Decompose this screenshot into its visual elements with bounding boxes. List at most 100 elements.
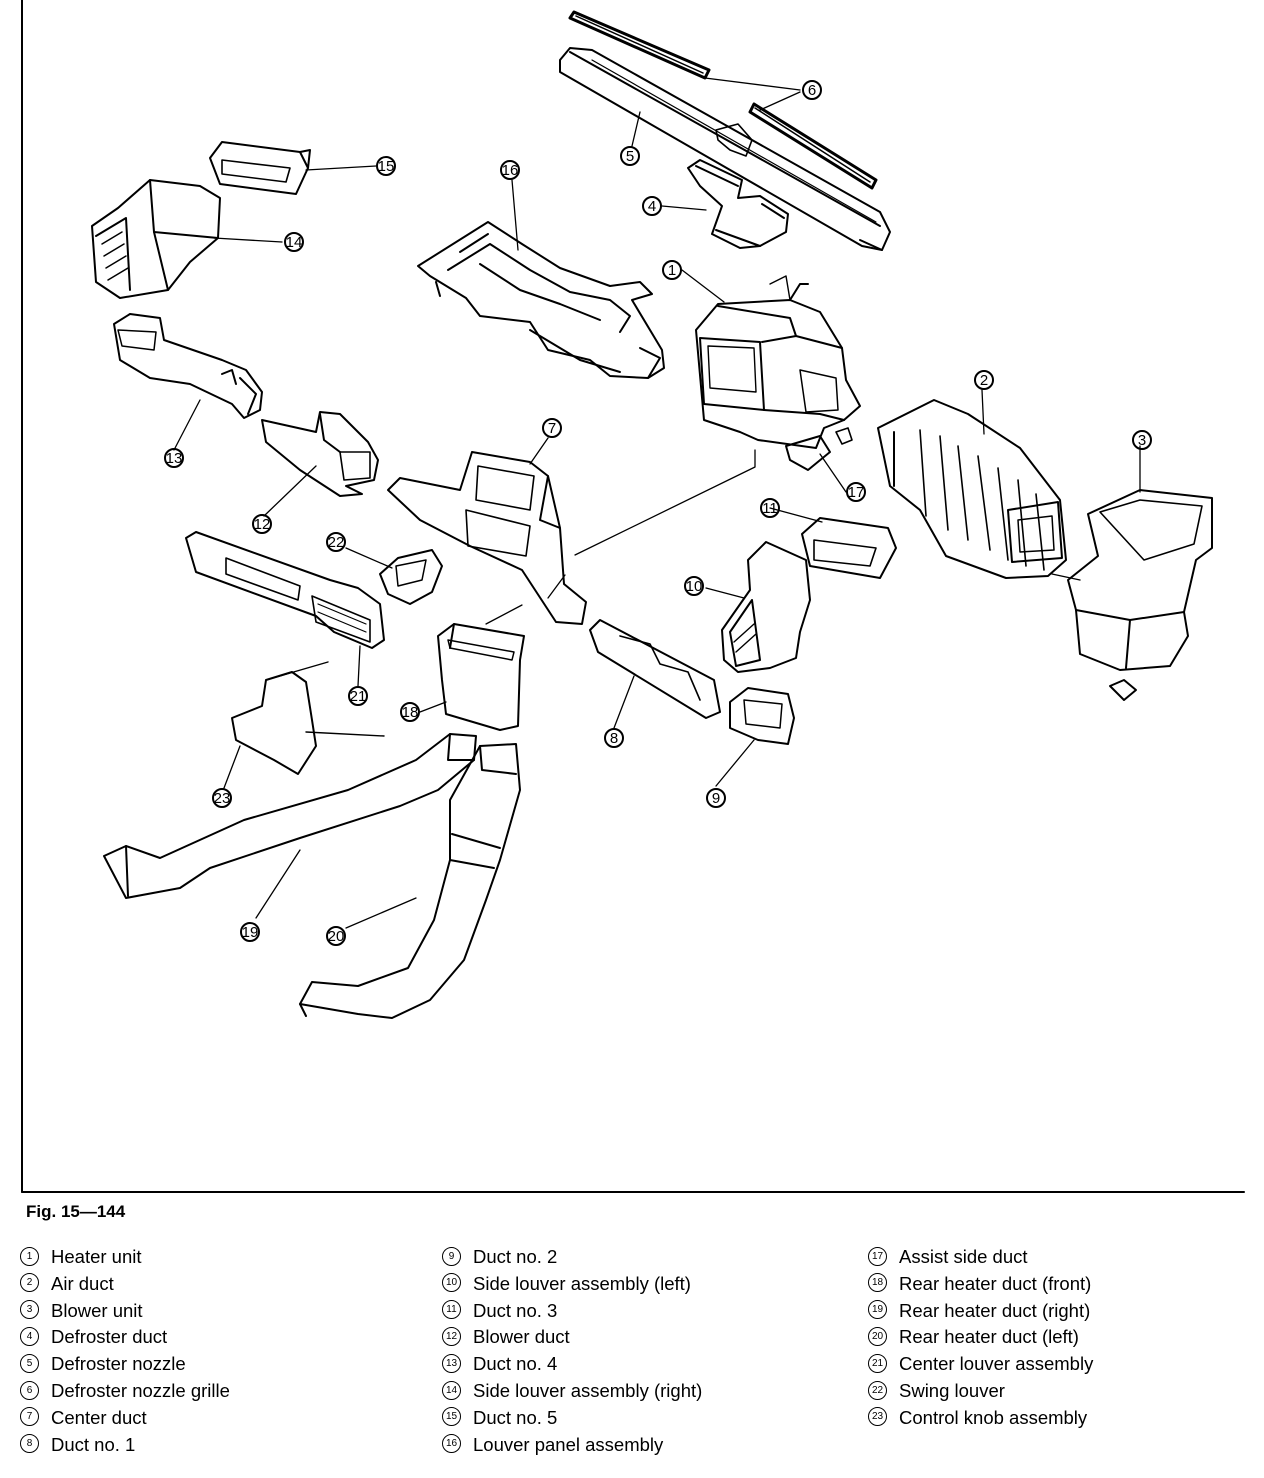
legend-item: 7 Center duct	[20, 1405, 230, 1432]
legend-label: Assist side duct	[899, 1246, 1028, 1267]
legend-number: 1	[20, 1246, 39, 1266]
rear-heater-duct-right-part	[103, 733, 477, 899]
duct-no-5-part	[209, 141, 311, 195]
callout-16: 16	[500, 160, 520, 180]
duct-no-3-part	[801, 517, 897, 579]
legend-label: Louver panel assembly	[473, 1433, 664, 1455]
legend-item: 10 Side louver assembly (left)	[442, 1271, 702, 1298]
rear-heater-duct-front-part	[437, 623, 525, 731]
legend-label: Side louver assembly (left)	[473, 1272, 691, 1294]
legend-label: Duct no. 3	[473, 1299, 558, 1321]
defroster-duct-part	[687, 159, 789, 249]
side-louver-assembly-left-part	[721, 541, 811, 673]
svg-text:1: 1	[668, 262, 676, 279]
legend-number: 16	[442, 1434, 461, 1454]
legend-item: 16 Louver panel assembly	[442, 1432, 702, 1459]
legend-label: Blower unit	[51, 1299, 143, 1321]
legend-number: 10	[442, 1273, 461, 1293]
legend-label: Heater unit	[51, 1246, 142, 1267]
callout-8: 8	[604, 728, 624, 748]
duct-no-4-part	[113, 313, 263, 419]
callout-1: 1	[662, 260, 682, 280]
legend-number: 15	[442, 1407, 461, 1427]
blower-unit-part	[1051, 489, 1213, 701]
svg-text:17: 17	[848, 484, 865, 501]
legend-label: Center duct	[51, 1406, 147, 1428]
svg-text:7: 7	[548, 420, 556, 437]
legend-number: 11	[442, 1300, 461, 1320]
legend-number: 23	[868, 1407, 887, 1427]
legend-label: Control knob assembly	[899, 1406, 1088, 1428]
legend-item: 21 Center louver assembly	[868, 1351, 1093, 1378]
legend-label: Defroster nozzle grille	[51, 1379, 230, 1401]
legend-label: Defroster duct	[51, 1326, 168, 1348]
svg-text:4: 4	[648, 198, 656, 215]
legend-label: Duct no. 1	[51, 1433, 136, 1455]
legend-number: 8	[20, 1434, 39, 1454]
legend-number: 19	[868, 1300, 887, 1320]
svg-text:10: 10	[686, 578, 703, 595]
swing-louver-part	[379, 549, 443, 605]
legend-item: 5 Defroster nozzle	[20, 1351, 230, 1378]
callout-19: 19	[240, 922, 260, 942]
callout-7: 7	[542, 418, 562, 438]
legend-number: 7	[20, 1407, 39, 1427]
svg-text:19: 19	[242, 924, 259, 941]
legend-number: 3	[20, 1300, 39, 1320]
legend-number: 18	[868, 1273, 887, 1293]
svg-text:21: 21	[350, 688, 367, 705]
legend-item: 15 Duct no. 5	[442, 1405, 702, 1432]
callout-5: 5	[620, 146, 640, 166]
legend-number: 22	[868, 1380, 887, 1400]
svg-text:18: 18	[402, 704, 419, 721]
svg-text:2: 2	[980, 372, 988, 389]
svg-text:11: 11	[762, 500, 778, 517]
legend-item: 8 Duct no. 1	[20, 1432, 230, 1459]
svg-text:9: 9	[712, 790, 720, 807]
callout-21: 21	[348, 686, 368, 706]
legend-label: Defroster nozzle	[51, 1353, 186, 1375]
exploded-view-diagram: 1 2 3 4 5 6 7 8 9 10 11 12 13 14 15 16 1…	[21, 0, 1245, 1193]
callout-2: 2	[974, 370, 994, 390]
legend-number: 5	[20, 1353, 39, 1373]
callout-20: 20	[326, 926, 346, 946]
legend-number: 2	[20, 1273, 39, 1293]
legend-number: 9	[442, 1246, 461, 1266]
callout-markers: 1 2 3 4 5 6 7 8 9 10 11 12 13 14 15 16 1…	[164, 80, 1152, 946]
svg-text:22: 22	[328, 534, 345, 551]
figure-caption: Fig. 15—144	[26, 1202, 126, 1221]
legend-number: 21	[868, 1353, 887, 1373]
legend-label: Duct no. 5	[473, 1406, 558, 1428]
legend-label: Blower duct	[473, 1326, 570, 1348]
callout-6: 6	[802, 80, 822, 100]
legend-item: 17 Assist side duct	[868, 1244, 1093, 1271]
svg-text:3: 3	[1138, 432, 1146, 449]
svg-text:16: 16	[502, 162, 519, 179]
legend-number: 17	[868, 1246, 887, 1266]
air-duct-part	[877, 399, 1067, 579]
legend-label: Center louver assembly	[899, 1353, 1094, 1375]
callout-3: 3	[1132, 430, 1152, 450]
callout-22: 22	[326, 532, 346, 552]
legend-item: 1 Heater unit	[20, 1244, 230, 1271]
callout-12: 12	[252, 514, 272, 534]
callout-17: 17	[846, 482, 866, 502]
svg-text:12: 12	[254, 516, 271, 533]
callout-14: 14	[284, 232, 304, 252]
legend-label: Swing louver	[899, 1379, 1005, 1401]
callout-23: 23	[212, 788, 232, 808]
center-louver-assembly-part	[185, 531, 385, 649]
duct-no-1-part	[589, 619, 721, 719]
svg-text:14: 14	[286, 234, 303, 251]
callout-10: 10	[684, 576, 704, 596]
svg-text:5: 5	[626, 148, 634, 165]
